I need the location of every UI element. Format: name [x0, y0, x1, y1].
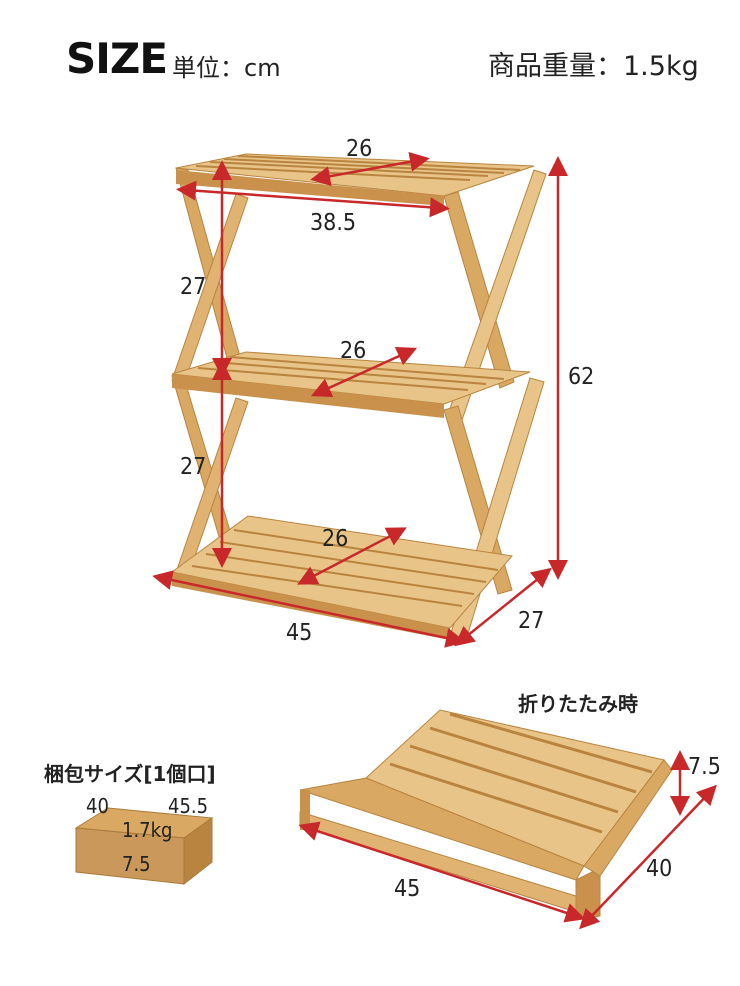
package-width-label: 45.5	[168, 794, 209, 818]
folded-width-label: 45	[394, 876, 421, 902]
upper-gap-label: 27	[180, 274, 207, 300]
folded-label: 折りたたみ時	[518, 692, 638, 716]
top-width-label: 38.5	[310, 210, 357, 236]
top-depth-label: 26	[346, 136, 373, 162]
total-depth-label: 27	[518, 608, 545, 634]
product-weight-label: 商品重量：1.5kg	[488, 51, 699, 82]
total-width-label: 45	[286, 620, 313, 646]
unit-label: 単位：cm	[172, 54, 281, 82]
folded-thickness-label: 7.5	[688, 754, 721, 780]
package-weight-label: 1.7kg	[122, 818, 173, 842]
package-label: 梱包サイズ[1個口]	[44, 762, 216, 786]
total-height-label: 62	[568, 364, 595, 390]
package-height-label: 7.5	[122, 852, 151, 876]
package-depth-label: 40	[86, 794, 109, 818]
lower-gap-label: 27	[180, 454, 207, 480]
dimension-arrows	[152, 151, 568, 648]
bottom-depth-label: 26	[322, 526, 349, 552]
folded-depth-label: 40	[646, 856, 673, 882]
size-title: SIZE	[66, 34, 168, 83]
middle-depth-label: 26	[340, 338, 367, 364]
